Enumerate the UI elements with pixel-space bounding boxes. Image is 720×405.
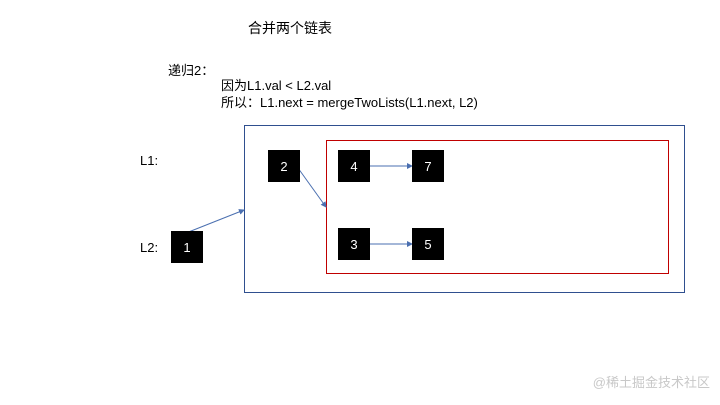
watermark: @稀土掘金技术社区 bbox=[592, 375, 710, 390]
recursion-step-label: 递归2： bbox=[168, 63, 215, 78]
diagram-title: 合并两个链表 bbox=[248, 20, 332, 36]
list-node-4: 4 bbox=[338, 150, 370, 182]
list-node-3: 3 bbox=[338, 228, 370, 260]
inner-recursion-frame bbox=[326, 140, 669, 274]
outer-recursion-frame bbox=[244, 125, 685, 293]
result-text: 所以：L1.next = mergeTwoLists(L1.next, L2) bbox=[221, 95, 478, 110]
arrow-node1-to-outer-frame bbox=[185, 209, 245, 234]
list-label-l1: L1: bbox=[140, 153, 159, 168]
list-node-1: 1 bbox=[171, 231, 203, 263]
list-label-l2: L2: bbox=[140, 240, 159, 255]
list-node-2: 2 bbox=[268, 150, 300, 182]
condition-text: 因为L1.val < L2.val bbox=[221, 78, 332, 93]
list-node-7: 7 bbox=[412, 150, 444, 182]
list-node-5: 5 bbox=[412, 228, 444, 260]
